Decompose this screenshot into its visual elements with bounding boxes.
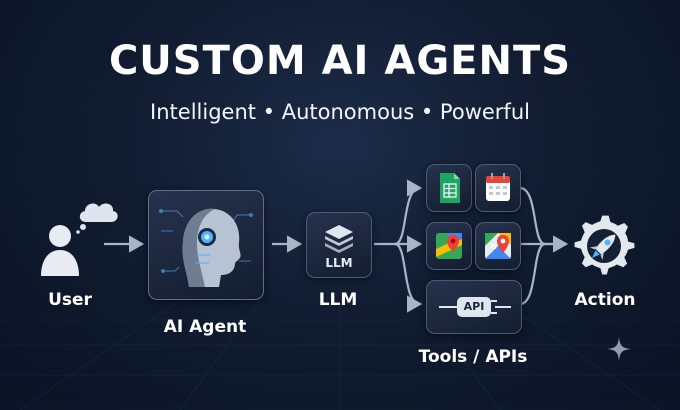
ai-agent-node	[148, 190, 264, 300]
arrow-llm-to-tools	[374, 179, 423, 246]
google-maps-icon: G	[485, 233, 511, 259]
api-plug-icon	[439, 297, 511, 317]
tool-google-maps: G	[475, 222, 521, 270]
page-subtitle: Intelligent • Autonomous • Powerful	[150, 100, 530, 124]
floor-grid	[0, 300, 680, 410]
sparkle-icon	[607, 337, 631, 361]
node-label-user: User	[48, 290, 92, 310]
llm-node: LLM	[306, 212, 372, 278]
node-label-ai-agent: AI Agent	[163, 317, 247, 337]
page-title: CUSTOM AI AGENTS	[108, 38, 572, 84]
user-icon	[41, 225, 79, 276]
gear-rocket-icon	[574, 215, 635, 275]
layers-icon	[325, 225, 353, 253]
arrow-tools-to-action	[519, 186, 569, 253]
svg-text:G: G	[491, 243, 497, 251]
tool-maps	[426, 222, 472, 270]
robot-head-icon	[159, 208, 253, 287]
maps-icon	[436, 233, 462, 259]
thought-bubble-icon	[76, 203, 118, 234]
api-label: API	[463, 300, 485, 313]
tool-calendar	[475, 164, 521, 212]
node-label-action: Action	[574, 290, 636, 310]
tool-api: API	[426, 280, 522, 334]
node-label-tools: Tools / APIs	[418, 347, 528, 367]
sheets-icon	[440, 173, 460, 203]
llm-box-text: LLM	[325, 256, 353, 270]
node-label-llm: LLM	[318, 290, 358, 310]
tool-sheets	[426, 164, 472, 212]
calendar-icon	[486, 173, 510, 201]
